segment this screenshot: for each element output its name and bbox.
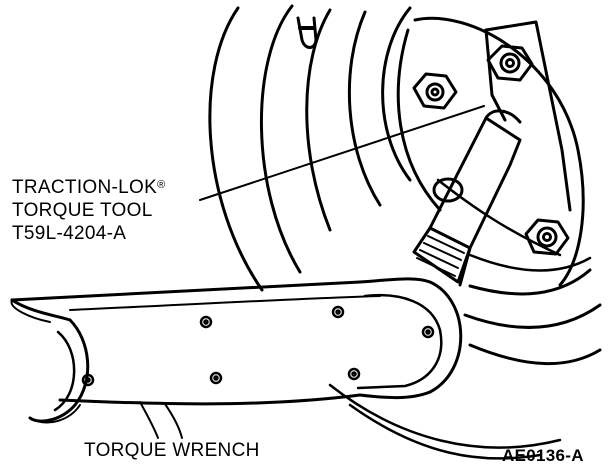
rotor-arcs [208,4,602,460]
registered-mark: ® [157,179,166,191]
tool-name: TRACTION-LOK [12,177,158,198]
tool-leader-line [199,105,485,201]
splined-adapter [412,226,472,284]
hub-plate [396,16,592,287]
slot-key [296,16,318,49]
torque-tool-shaft [428,109,522,287]
lug-nut-3 [524,218,570,256]
wrench-rivets [81,305,435,387]
hub-boss [432,177,464,203]
torque-tool-label: TRACTION-LOK® TORQUE TOOL T59L-4204-A [12,176,165,245]
lug-nut-1 [412,72,458,110]
torque-wrench [10,277,463,439]
torque-wrench-label: TORQUE WRENCH [84,440,260,461]
figure-code: AE0136-A [502,446,584,465]
tool-part-number: T59L-4204-A [12,223,127,244]
lug-nut-2 [486,44,534,82]
tool-line-2: TORQUE TOOL [12,200,153,221]
